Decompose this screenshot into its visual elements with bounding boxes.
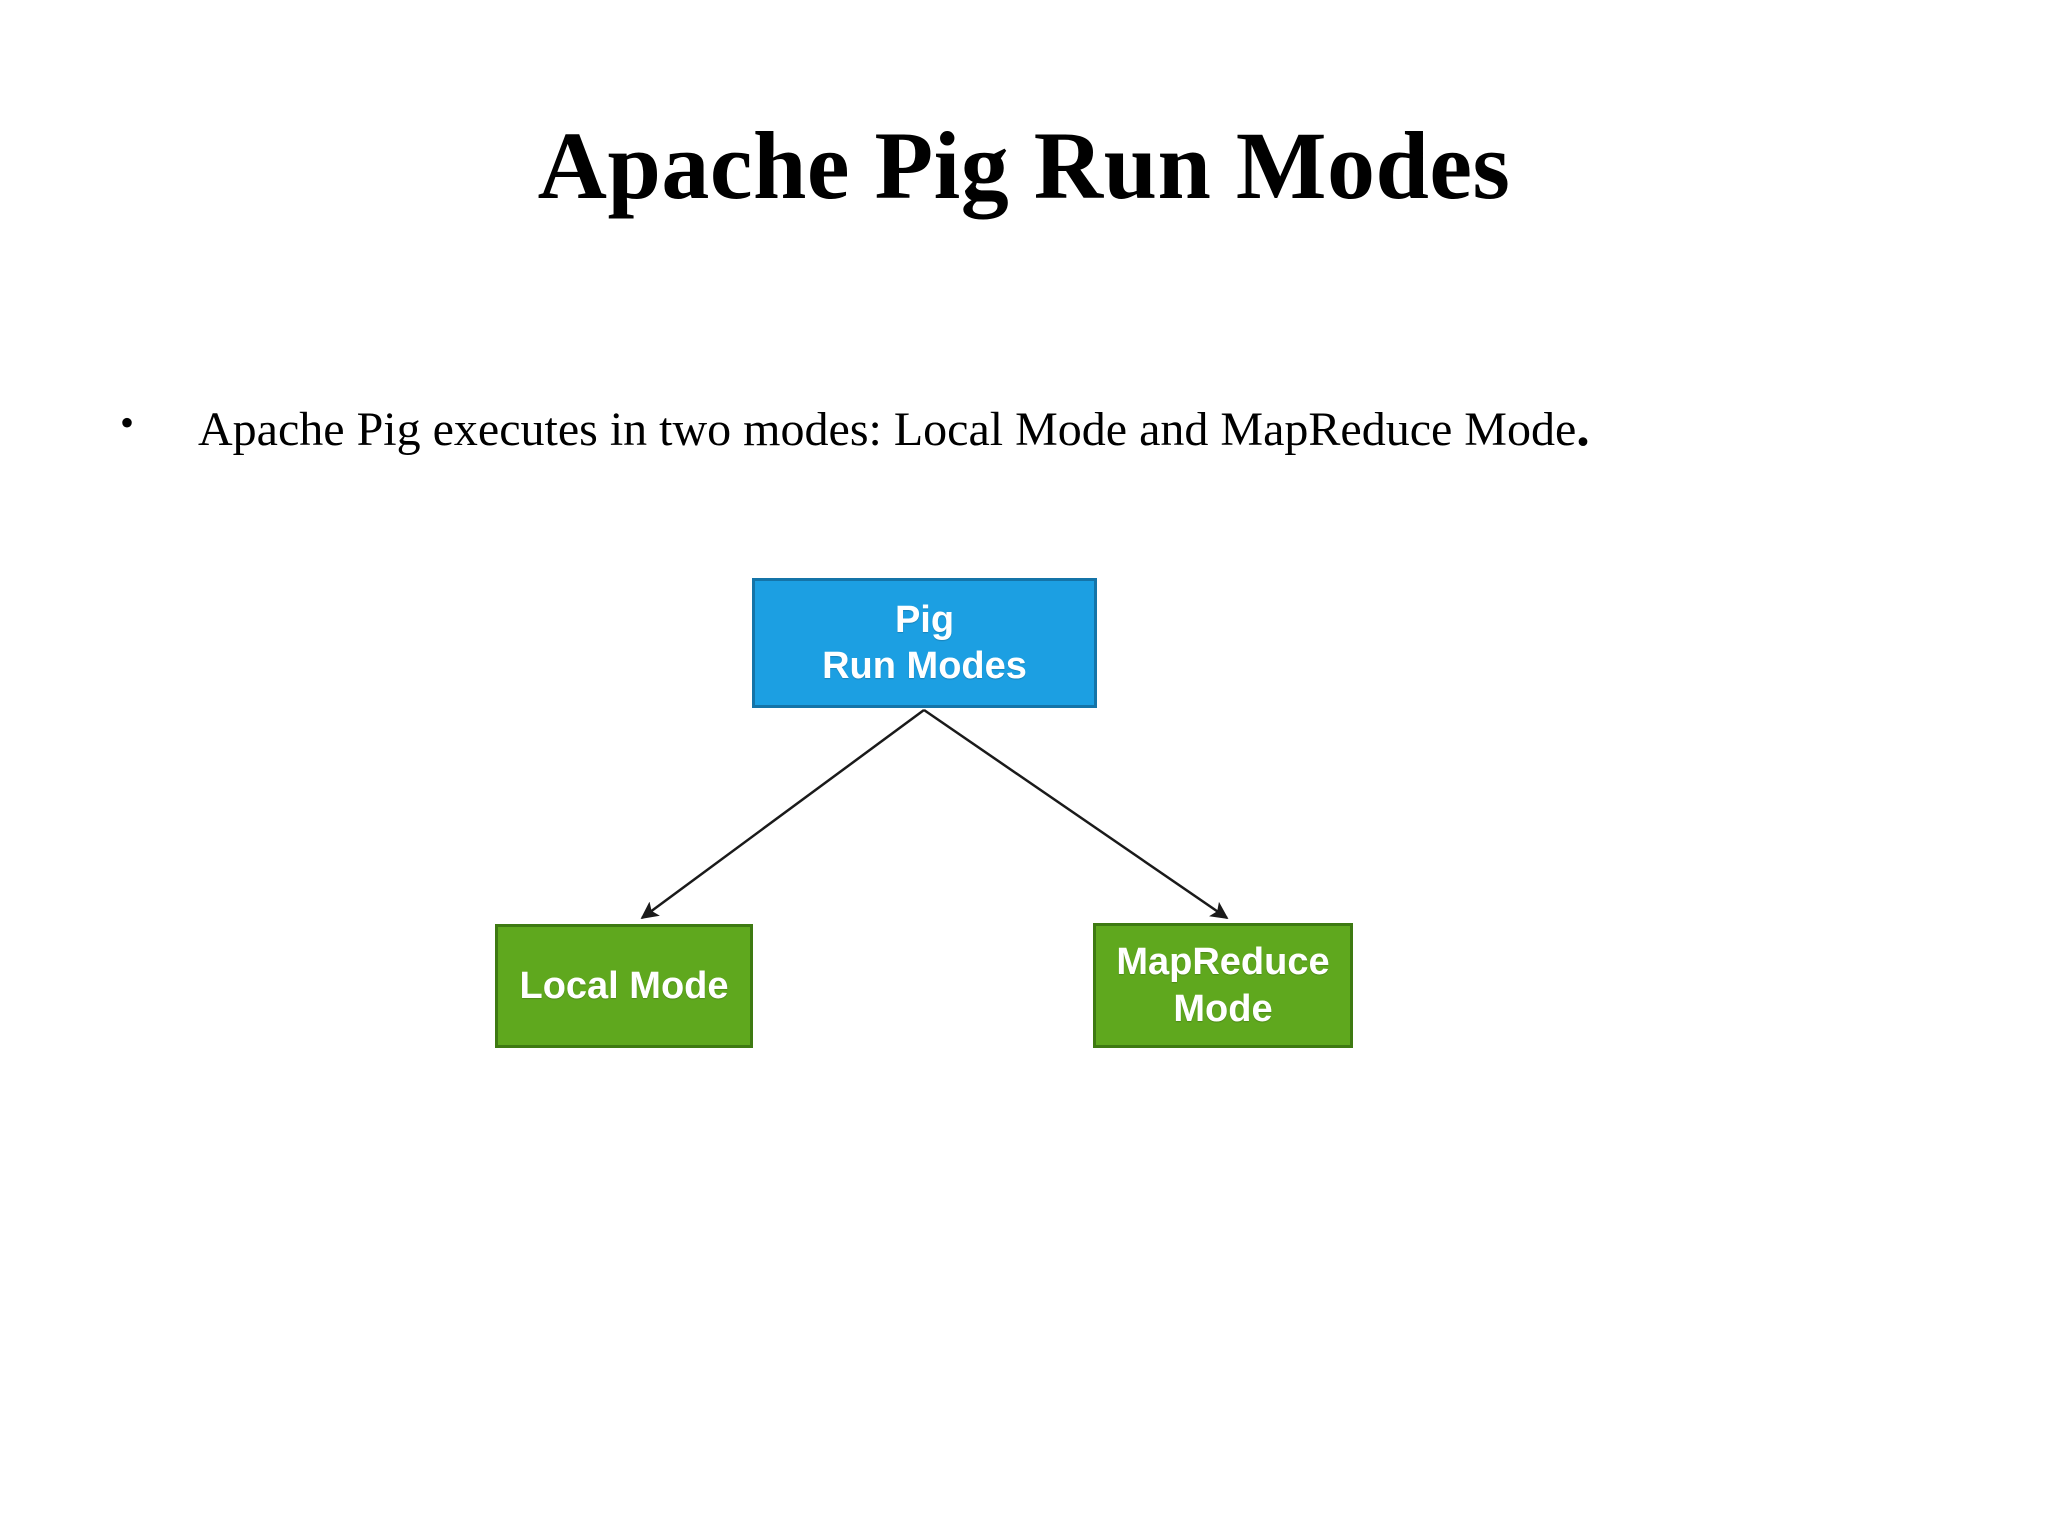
edge-root-to-mapreduce [923, 708, 1229, 920]
bullet-text: Apache Pig executes in two modes: Local … [198, 396, 1970, 458]
bullet-marker-icon: • [120, 400, 135, 445]
bullet-trailing-period: . [1576, 397, 1590, 457]
bullet-list: • Apache Pig executes in two modes: Loca… [120, 396, 1970, 458]
list-item: • Apache Pig executes in two modes: Loca… [120, 396, 1970, 458]
diagram-node-pig-run-modes[interactable]: Pig Run Modes [752, 578, 1097, 708]
diagram-node-local-mode[interactable]: Local Mode [495, 924, 753, 1048]
diagram-node-label: Pig Run Modes [822, 598, 1027, 687]
edge-root-to-local [640, 708, 925, 920]
bullet-sentence: Apache Pig executes in two modes: Local … [198, 403, 1577, 456]
page-title: Apache Pig Run Modes [537, 112, 1511, 219]
diagram-node-mapreduce-mode[interactable]: MapReduce Mode [1093, 923, 1353, 1048]
diagram-node-label: Local Mode [519, 964, 729, 1007]
diagram-node-label: MapReduce Mode [1116, 941, 1330, 1030]
